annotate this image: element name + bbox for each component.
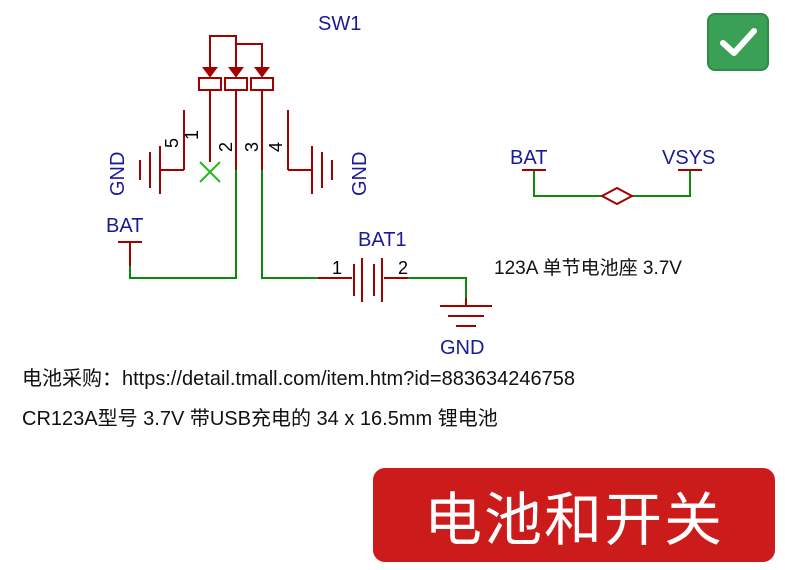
bat-label-right: BAT (510, 147, 547, 169)
wire-bat-vsys (533, 170, 602, 197)
pin-label-2: 2 (216, 142, 236, 152)
battery-bat1[interactable] (318, 258, 408, 302)
purchase-link-note: 电池采购：https://detail.tmall.com/item.htm?i… (22, 368, 576, 390)
wire-battery-to-gnd (408, 277, 467, 298)
battery-spec-note: CR123A型号 3.7V 带USB充电的 34 x 16.5mm 锂电池 (22, 408, 498, 430)
pin-label-3: 3 (242, 142, 262, 152)
wire-bat-vsys-right (632, 170, 691, 197)
switch-ref-label: SW1 (318, 13, 361, 35)
pin-label-1: 1 (182, 130, 202, 140)
pin-label-4: 4 (266, 142, 286, 152)
gnd-label-bottom: GND (440, 337, 484, 359)
switch-sw1[interactable] (160, 35, 312, 171)
battery-ref-label: BAT1 (358, 229, 407, 251)
checkmark-icon[interactable] (707, 13, 769, 71)
gnd-label-left: GND (107, 152, 129, 196)
gnd-symbol-left (139, 146, 161, 194)
vsys-label: VSYS (662, 147, 715, 169)
battery-pin1-label: 1 (332, 258, 342, 278)
wire-bat-to-switch (129, 170, 237, 279)
gnd-label-right: GND (349, 152, 371, 196)
bat-vsys-flags (522, 169, 702, 206)
gnd-symbol-bottom (440, 298, 492, 327)
gnd-symbol-right (311, 146, 333, 194)
wire-switch-to-battery (261, 170, 318, 279)
net-bridge-diamond (599, 186, 635, 206)
pin-label-5: 5 (162, 138, 182, 148)
bat-label-left: BAT (106, 215, 143, 237)
bat-flag-left (118, 241, 142, 266)
no-connect-marker (199, 161, 221, 183)
battery-pin2-label: 2 (398, 258, 408, 278)
battery-description: 123A 单节电池座 3.7V (494, 257, 682, 279)
title-badge: 电池和开关 (373, 468, 775, 562)
